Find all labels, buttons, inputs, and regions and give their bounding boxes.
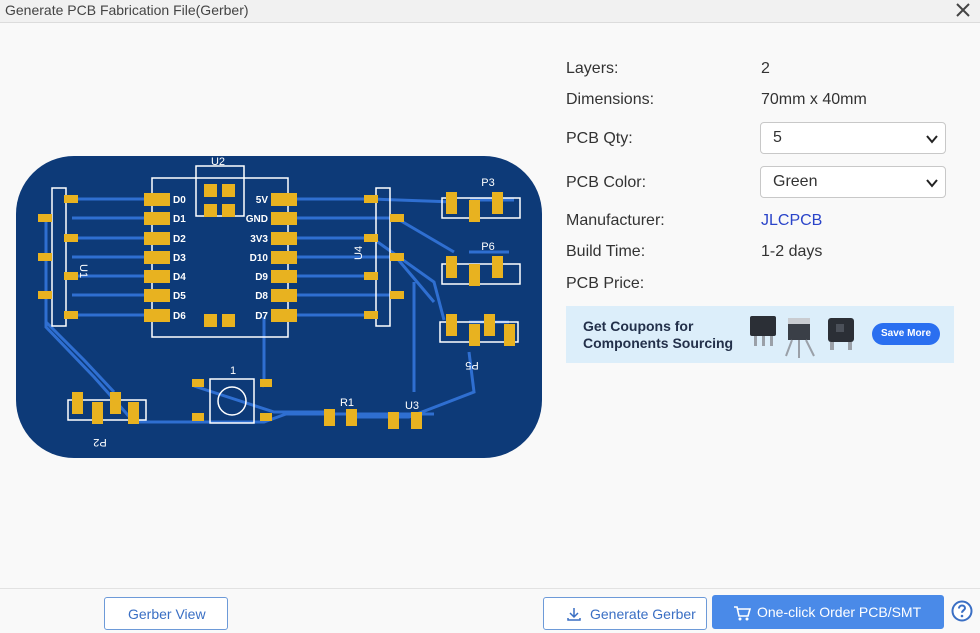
u2-right-pin-labels: 5V GND 3V3 D10 D9 D8 D7 <box>246 195 269 322</box>
pin-label-d3: D3 <box>173 253 186 264</box>
pcb-label-u3: U3 <box>405 400 419 412</box>
pcb-label-u4: U4 <box>353 246 365 260</box>
p5-pads <box>446 314 515 346</box>
save-more-button[interactable]: Save More <box>872 323 940 345</box>
manufacturer-link[interactable]: JLCPCB <box>761 212 823 229</box>
u2-notch <box>195 165 245 217</box>
pcb-label-p5: P5 <box>465 359 478 371</box>
pcb-label-u2: U2 <box>211 156 225 168</box>
pin-label-d1: D1 <box>173 214 186 225</box>
order-pcb-label: One-click Order PCB/SMT <box>757 604 922 620</box>
manufacturer-label: Manufacturer: <box>566 212 665 229</box>
p3-outline <box>441 197 521 219</box>
coupon-banner[interactable]: Get Coupons for Components Sourcing Save… <box>566 306 954 363</box>
build-time-label: Build Time: <box>566 243 646 260</box>
p6-outline <box>441 263 521 285</box>
gerber-view-button[interactable]: Gerber View <box>104 597 228 630</box>
switch-button <box>217 386 247 416</box>
u3-pads <box>388 412 422 429</box>
order-pcb-button[interactable]: One-click Order PCB/SMT <box>712 595 944 629</box>
p6-pads <box>446 256 503 286</box>
pin-label-gnd: GND <box>246 214 268 225</box>
u2-left-pads <box>144 193 170 322</box>
banner-line1: Get Coupons for <box>583 318 694 334</box>
pcb-label-u1: U1 <box>77 264 89 278</box>
u4-pads <box>364 195 404 319</box>
layers-value: 2 <box>761 60 770 77</box>
qty-select[interactable]: 5 <box>760 122 946 154</box>
switch-pads <box>192 379 272 421</box>
pin-label-d10: D10 <box>250 253 269 264</box>
switch-outline <box>209 378 255 424</box>
pcb-label-p6: P6 <box>481 241 494 253</box>
color-select[interactable]: Green <box>760 166 946 198</box>
pin-label-d8: D8 <box>255 291 268 302</box>
pin-label-d7: D7 <box>255 311 268 322</box>
color-label: PCB Color: <box>566 174 647 191</box>
u2-right-pads <box>271 193 297 322</box>
qty-label: PCB Qty: <box>566 130 633 147</box>
chevron-down-icon <box>926 179 938 188</box>
pcb-label-r1: R1 <box>340 397 354 409</box>
p2-pads <box>72 392 139 424</box>
p3-pads <box>446 192 503 222</box>
close-icon[interactable] <box>954 1 972 19</box>
banner-line2: Components Sourcing <box>583 335 734 351</box>
pin-label-d5: D5 <box>173 291 186 302</box>
pin-label-d9: D9 <box>255 272 268 283</box>
p2-outline <box>67 399 147 421</box>
pin-label-3v3: 3V3 <box>250 234 268 245</box>
dimensions-value: 70mm x 40mm <box>761 91 867 108</box>
cart-icon <box>734 606 751 621</box>
qty-select-value: 5 <box>773 129 782 146</box>
dimensions-label: Dimensions: <box>566 91 655 108</box>
help-icon[interactable] <box>951 600 973 622</box>
pin-label-d0: D0 <box>173 195 186 206</box>
price-label: PCB Price: <box>566 275 645 292</box>
r1-pads <box>324 409 357 426</box>
components-illustration-icon <box>750 316 854 358</box>
u1-pads <box>38 195 78 319</box>
color-select-value: Green <box>773 173 818 190</box>
pin-label-5v: 5V <box>256 195 269 206</box>
layers-label: Layers: <box>566 60 619 77</box>
pcb-board <box>16 156 542 458</box>
pin-label-d2: D2 <box>173 234 186 245</box>
pin-label-d6: D6 <box>173 311 186 322</box>
pcb-label-p3: P3 <box>481 177 494 189</box>
title-bar: Generate PCB Fabrication File(Gerber) <box>0 0 980 23</box>
u2-left-pin-labels: D0 D1 D2 D3 D4 D5 D6 <box>173 195 186 322</box>
u2-top-pads <box>204 184 235 327</box>
generate-gerber-label: Generate Gerber <box>590 606 696 622</box>
generate-gerber-button[interactable]: Generate Gerber <box>543 597 707 630</box>
pcb-label-switch: 1 <box>230 365 236 377</box>
pin-label-d4: D4 <box>173 272 186 283</box>
gerber-view-label: Gerber View <box>128 606 206 622</box>
chevron-down-icon <box>926 135 938 144</box>
dialog-title: Generate PCB Fabrication File(Gerber) <box>5 2 249 18</box>
build-time-value: 1-2 days <box>761 243 823 260</box>
pcb-label-p2: P2 <box>93 436 106 448</box>
download-icon <box>567 608 581 621</box>
pcb-preview: U2 D0 D1 D2 D3 D <box>16 156 542 458</box>
